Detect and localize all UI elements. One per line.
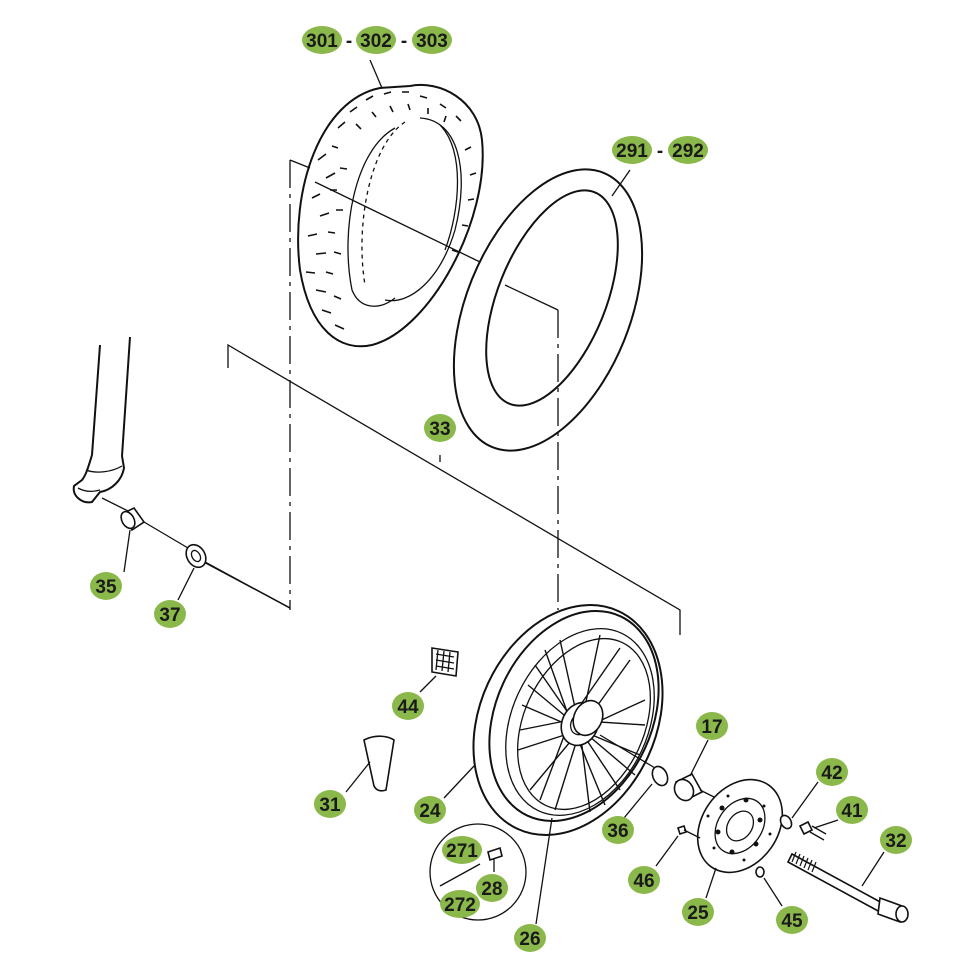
washer-42 xyxy=(779,814,793,830)
label-37: 37 xyxy=(154,600,186,628)
label-25: 25 xyxy=(682,898,714,926)
label-302: 302 xyxy=(356,26,396,54)
svg-text:301: 301 xyxy=(306,31,338,52)
svg-text:26: 26 xyxy=(519,929,540,950)
svg-text:271: 271 xyxy=(446,841,478,862)
axle-32 xyxy=(786,851,909,923)
brake-disc-25 xyxy=(696,778,784,874)
bolt-41 xyxy=(798,820,827,841)
spacer-35 xyxy=(120,506,189,549)
svg-text:291: 291 xyxy=(616,141,648,162)
label-33: 33 xyxy=(424,414,456,442)
rim-strip-31 xyxy=(363,735,395,792)
svg-text:302: 302 xyxy=(360,31,392,52)
label-291: 291 xyxy=(612,136,652,164)
screw-46 xyxy=(676,824,701,839)
rim-lock-44 xyxy=(431,647,459,677)
leader-lines xyxy=(123,59,885,925)
svg-text:33: 33 xyxy=(429,419,450,440)
hub xyxy=(560,699,604,747)
label-45: 45 xyxy=(776,906,808,934)
label-271: 271 xyxy=(442,836,482,864)
svg-text:292: 292 xyxy=(672,141,704,162)
svg-text:36: 36 xyxy=(607,821,628,842)
screw-45 xyxy=(755,866,765,878)
dash-291-292: - xyxy=(657,141,663,162)
label-32: 32 xyxy=(880,826,912,854)
svg-text:37: 37 xyxy=(159,605,180,626)
label-301: 301 xyxy=(302,26,342,54)
label-42: 42 xyxy=(816,758,848,786)
label-36: 36 xyxy=(602,816,634,844)
dash-301-302: - xyxy=(346,31,352,52)
svg-text:25: 25 xyxy=(687,903,709,924)
seal-37 xyxy=(185,543,291,609)
svg-text:28: 28 xyxy=(481,879,502,900)
svg-text:17: 17 xyxy=(701,717,722,738)
svg-text:41: 41 xyxy=(841,801,863,822)
svg-text:24: 24 xyxy=(419,801,441,822)
svg-text:42: 42 xyxy=(821,763,842,784)
wheel-rim xyxy=(472,604,664,836)
svg-text:32: 32 xyxy=(885,831,906,852)
valve-detail xyxy=(429,823,527,921)
label-46: 46 xyxy=(628,866,660,894)
part-labels: 301 - 302 - 303 291 - 292 33 35 xyxy=(90,26,912,952)
svg-text:31: 31 xyxy=(319,795,341,816)
label-303: 303 xyxy=(412,26,452,54)
svg-text:46: 46 xyxy=(633,871,654,892)
label-24: 24 xyxy=(414,796,446,824)
label-31: 31 xyxy=(314,790,346,818)
svg-text:44: 44 xyxy=(397,697,419,718)
fork-leg xyxy=(72,336,131,513)
label-17: 17 xyxy=(696,712,728,740)
label-44: 44 xyxy=(392,692,424,720)
seal-36 xyxy=(651,765,669,787)
label-35: 35 xyxy=(90,572,122,600)
svg-text:45: 45 xyxy=(781,911,803,932)
label-26: 26 xyxy=(514,924,546,952)
label-292: 292 xyxy=(668,136,708,164)
dash-302-303: - xyxy=(401,31,407,52)
svg-text:303: 303 xyxy=(416,31,448,52)
label-272: 272 xyxy=(440,890,480,918)
inner-tube xyxy=(452,168,644,452)
svg-text:35: 35 xyxy=(95,577,117,598)
svg-text:272: 272 xyxy=(444,895,476,916)
tyre xyxy=(297,84,484,348)
assembly-bracket-lines xyxy=(199,159,681,635)
label-41: 41 xyxy=(836,796,868,824)
label-28: 28 xyxy=(476,874,508,902)
